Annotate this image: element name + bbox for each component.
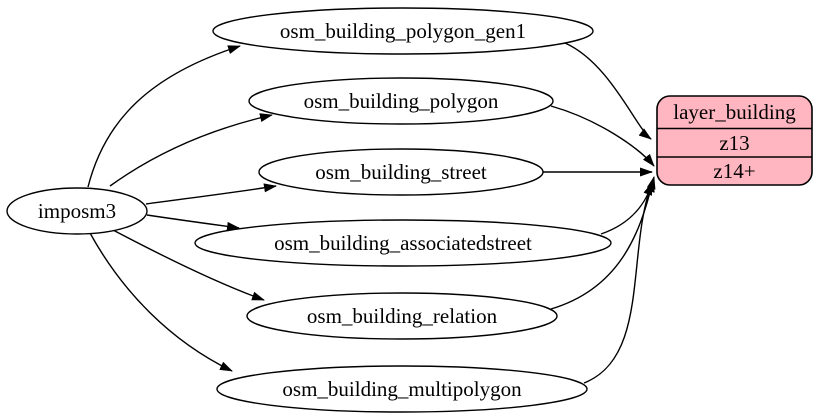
table-node-label: osm_building_polygon: [304, 89, 499, 113]
table-node-label: osm_building_multipolygon: [282, 377, 522, 401]
table-node-relation: osm_building_relation: [246, 292, 558, 340]
layer-node-box: [656, 95, 813, 186]
table-node-polygon-gen1: osm_building_polygon_gen1: [212, 7, 594, 55]
layer-row-z14plus: z14+: [713, 159, 755, 183]
table-node-label: osm_building_associatedstreet: [274, 231, 532, 255]
layer-node: layer_building z13 z14+: [656, 95, 813, 186]
edge-relation-to-z14plus: [550, 179, 655, 310]
table-node-ellipse: [246, 292, 558, 340]
edge-imposm3-to-polygon-gen1: [87, 45, 241, 188]
table-node-associatedstreet: osm_building_associatedstreet: [194, 219, 612, 267]
source-node-ellipse: [6, 187, 148, 235]
table-node-ellipse: [248, 77, 554, 125]
table-node-ellipse: [194, 219, 612, 267]
edge-imposm3-to-multipolygon: [89, 232, 233, 372]
table-node-ellipse: [216, 365, 588, 413]
edge-polygon-to-z14plus: [550, 105, 655, 167]
edge-imposm3-to-polygon: [109, 113, 273, 187]
table-node-ellipse: [258, 148, 544, 196]
edge-imposm3-to-associatedstreet: [146, 214, 240, 231]
table-node-polygon: osm_building_polygon: [248, 77, 554, 125]
table-node-street: osm_building_street: [258, 148, 544, 196]
source-node-imposm3: imposm3: [6, 187, 148, 235]
edge-polygon-gen1-to-z13: [564, 42, 652, 140]
source-node-label: imposm3: [38, 199, 116, 223]
layer-node-title: layer_building: [673, 100, 796, 124]
table-node-label: osm_building_street: [315, 160, 487, 184]
edge-imposm3-to-street: [145, 183, 277, 205]
edge-imposm3-to-relation: [112, 229, 265, 301]
edge-multipolygon-to-z14plus: [583, 182, 653, 384]
table-node-label: osm_building_polygon_gen1: [280, 19, 526, 43]
layer-row-z13: z13: [719, 131, 749, 155]
edge-group: [87, 42, 656, 384]
table-node-label: osm_building_relation: [307, 304, 498, 328]
table-node-multipolygon: osm_building_multipolygon: [216, 365, 588, 413]
table-node-ellipse: [212, 7, 594, 55]
